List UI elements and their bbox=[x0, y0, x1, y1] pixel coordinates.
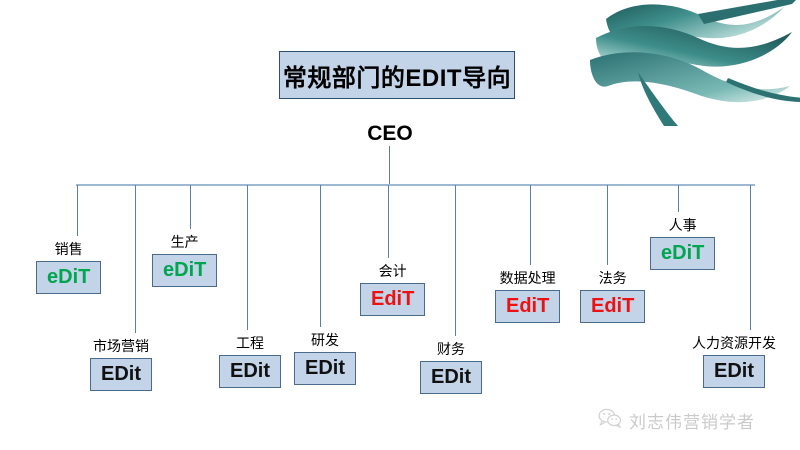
department-code-text: EdiT bbox=[591, 295, 635, 317]
watermark-text: 刘志伟营销学者 bbox=[629, 413, 755, 432]
department-node[interactable]: 数据处理 EdiT bbox=[495, 269, 561, 323]
department-name: 法务 bbox=[598, 270, 627, 286]
department-code-box[interactable]: EDit bbox=[420, 361, 482, 394]
department-node[interactable]: 财务 EDit bbox=[420, 340, 482, 394]
department-node[interactable]: 法务 EdiT bbox=[580, 269, 646, 323]
dept-connector-line bbox=[320, 185, 321, 327]
department-name: 研发 bbox=[311, 332, 339, 348]
department-name: 人力资源开发 bbox=[692, 335, 776, 351]
department-node[interactable]: 会计 EdiT bbox=[360, 262, 426, 316]
department-code-box[interactable]: EDit bbox=[219, 355, 281, 388]
ceo-node-label: CEO bbox=[367, 122, 413, 145]
department-code-text: EDit bbox=[431, 366, 471, 388]
dept-connector-line bbox=[388, 185, 389, 258]
department-name: 会计 bbox=[378, 263, 407, 279]
department-code-box[interactable]: EDit bbox=[703, 355, 765, 388]
department-code-text: EDit bbox=[230, 360, 270, 382]
department-code-box[interactable]: EDit bbox=[90, 358, 152, 391]
department-name: 工程 bbox=[236, 335, 264, 351]
department-node[interactable]: 工程 EDit bbox=[219, 334, 281, 388]
department-code-box[interactable]: eDiT bbox=[152, 254, 218, 287]
dept-connector-line bbox=[530, 185, 531, 265]
dept-connector-line bbox=[607, 185, 608, 265]
dept-connector-line bbox=[455, 185, 456, 336]
ceo-connector-line bbox=[389, 146, 390, 185]
department-code-text: EdiT bbox=[371, 288, 415, 310]
department-name: 人事 bbox=[668, 217, 697, 233]
department-node[interactable]: 生产 eDiT bbox=[152, 233, 218, 287]
department-code-text: eDiT bbox=[163, 259, 207, 281]
dept-connector-line bbox=[135, 185, 136, 333]
department-code-text: EDit bbox=[305, 357, 345, 379]
department-node[interactable]: 市场营销 EDit bbox=[90, 337, 152, 391]
slide-title-text: 常规部门的EDIT导向 bbox=[282, 64, 512, 92]
department-name: 数据处理 bbox=[499, 270, 556, 286]
department-code-text: EDit bbox=[101, 363, 141, 385]
dept-connector-line bbox=[247, 185, 248, 330]
department-code-text: EDit bbox=[714, 360, 754, 382]
department-code-text: EdiT bbox=[506, 295, 550, 317]
department-name: 生产 bbox=[170, 234, 199, 250]
slide-title-box: 常规部门的EDIT导向 bbox=[279, 51, 515, 99]
dept-connector-line bbox=[190, 185, 191, 229]
department-node[interactable]: 研发 EDit bbox=[294, 331, 356, 385]
dept-connector-line bbox=[750, 185, 751, 330]
department-code-text: eDiT bbox=[661, 242, 705, 264]
department-code-box[interactable]: eDiT bbox=[36, 261, 102, 294]
department-node[interactable]: 人事 eDiT bbox=[650, 216, 716, 270]
department-code-box[interactable]: EdiT bbox=[580, 290, 646, 323]
department-name: 财务 bbox=[437, 341, 465, 357]
department-name: 市场营销 bbox=[93, 338, 149, 354]
department-name: 销售 bbox=[54, 241, 83, 257]
department-node[interactable]: 人力资源开发 EDit bbox=[692, 334, 776, 388]
watermark: 刘志伟营销学者 bbox=[598, 408, 755, 433]
department-code-box[interactable]: EdiT bbox=[360, 283, 426, 316]
dept-connector-line bbox=[77, 185, 78, 236]
department-code-box[interactable]: eDiT bbox=[650, 237, 716, 270]
department-code-box[interactable]: EDit bbox=[294, 352, 356, 385]
department-node[interactable]: 销售 eDiT bbox=[36, 240, 102, 294]
department-code-text: eDiT bbox=[47, 266, 91, 288]
dept-connector-line bbox=[678, 185, 679, 212]
org-bus-line bbox=[76, 184, 755, 186]
wechat-icon bbox=[598, 408, 622, 433]
department-code-box[interactable]: EdiT bbox=[495, 290, 561, 323]
leaf-artwork-icon bbox=[578, 0, 800, 126]
